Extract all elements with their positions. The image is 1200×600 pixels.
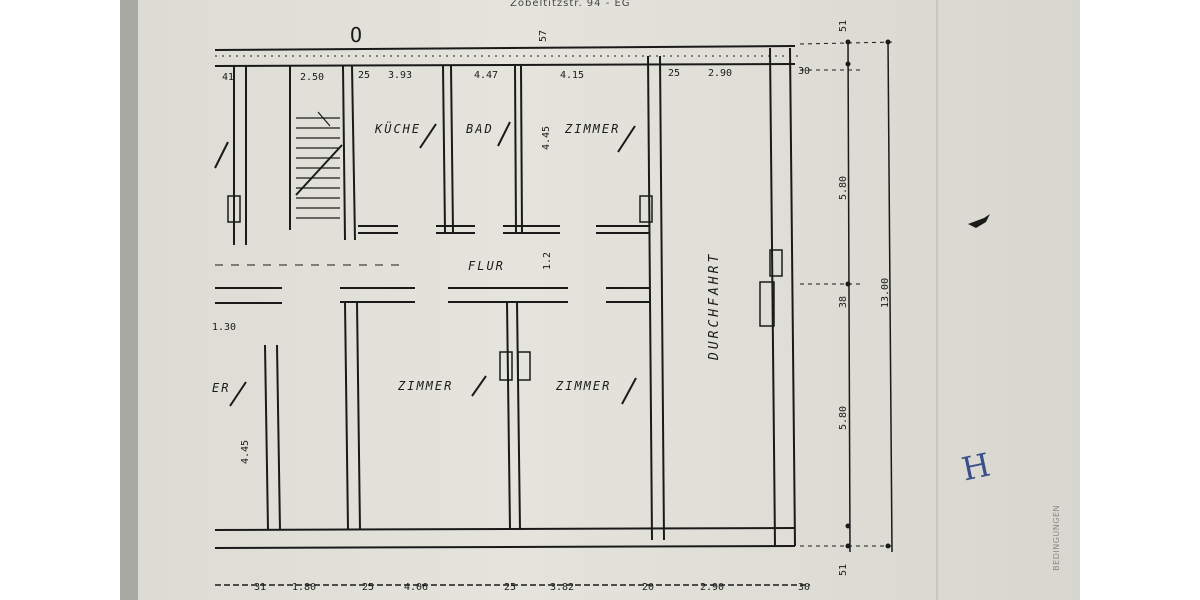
dim-bottom-4: 4.06	[404, 582, 428, 593]
dim-top-9: 30	[798, 66, 810, 77]
bottom-wall-outer	[214, 527, 796, 531]
dim-right-38: 38	[838, 296, 849, 308]
paper-shadow-strip	[120, 0, 142, 600]
dim-bottom-2: 1.80	[292, 582, 316, 593]
left-margin	[0, 0, 142, 600]
top-wall-outer	[214, 45, 796, 51]
main-wall-a	[647, 55, 653, 541]
dim-top-2: 2.50	[300, 72, 324, 83]
dimension-line-right-a	[847, 39, 851, 553]
dimension-dots	[845, 39, 891, 549]
dim-right-top: 51	[838, 20, 849, 32]
dim-bottom-1: 31	[254, 582, 266, 593]
paper-fold	[936, 0, 938, 600]
dim-bottom-7: 20	[642, 582, 654, 593]
right-wall-inner	[769, 47, 776, 547]
bottom-wall-inner	[214, 545, 796, 549]
dim-bottom-6: 3.82	[550, 582, 574, 593]
lower-room-wall-a	[344, 301, 349, 531]
document-header: Zobeltitzstr. 94 - EG	[510, 0, 631, 9]
dimension-line-right-b	[887, 39, 893, 553]
dim-top-7: 25	[668, 68, 680, 79]
ink-mark	[968, 214, 990, 228]
dim-top-1: 41	[222, 72, 234, 83]
dim-right-580-bottom: 5.80	[838, 406, 849, 430]
dim-top-4: 3.93	[388, 70, 412, 81]
lower-mid-wall-a	[506, 301, 511, 531]
room-label-flur: FLUR	[468, 259, 505, 273]
dim-top-3: 25	[358, 70, 370, 81]
staircase	[295, 111, 343, 219]
kueche-bad-wall-b	[450, 65, 454, 233]
circle-mark: O	[350, 23, 362, 47]
top-wall-inner	[214, 63, 796, 67]
kueche-bad-wall-a	[442, 65, 446, 233]
dim-bottom-3: 25	[362, 582, 374, 593]
dim-right-580-top: 5.80	[838, 176, 849, 200]
bad-zimmer-wall-b	[520, 65, 523, 233]
room-label-zimmer-bottom-right: ZIMMER	[555, 379, 611, 393]
dim-top-door: 57	[538, 30, 549, 42]
room-label-zimmer-top: ZIMMER	[564, 122, 620, 136]
stair-wall-right-b	[351, 65, 356, 241]
dim-top-5: 4.47	[474, 70, 498, 81]
room-label-kueche: KÜCHE	[374, 120, 421, 136]
right-wall-outer	[789, 47, 796, 547]
dim-left-130: 1.30	[212, 322, 236, 333]
main-wall-b	[659, 55, 665, 541]
dim-top-8: 2.90	[708, 68, 732, 79]
room-label-zimmer-bottom-left: ZIMMER	[397, 379, 453, 393]
right-margin	[1080, 0, 1200, 600]
left-wall-lower-a	[264, 344, 269, 531]
dim-top-6: 4.15	[560, 70, 584, 81]
dim-kueche-height: 4.45	[541, 126, 552, 150]
lower-mid-wall-b	[516, 301, 521, 531]
dim-bottom-8: 2.90	[700, 582, 724, 593]
side-note-text: BEDINGUNGEN	[1052, 505, 1061, 571]
bad-zimmer-wall-a	[514, 65, 517, 233]
room-label-bad: BAD	[466, 122, 494, 136]
floor-plan-paper	[138, 0, 1080, 600]
room-label-left-edge: ER	[212, 381, 230, 395]
dim-left-445: 4.45	[240, 440, 251, 464]
left-wall-lower-b	[276, 344, 281, 531]
door-marks	[214, 121, 637, 407]
room-label-durchfahrt: DURCHFAHRT	[707, 252, 722, 361]
dim-flur-mark: 1.2	[542, 252, 553, 270]
dim-right-1300: 13.00	[880, 278, 891, 308]
stair-wall-right	[342, 65, 346, 241]
lower-room-wall-b	[356, 301, 361, 531]
dim-bottom-9: 30	[798, 582, 810, 593]
dim-bottom-5: 25	[504, 582, 516, 593]
dim-right-51-bottom: 51	[838, 564, 849, 576]
window-markers	[227, 195, 783, 381]
